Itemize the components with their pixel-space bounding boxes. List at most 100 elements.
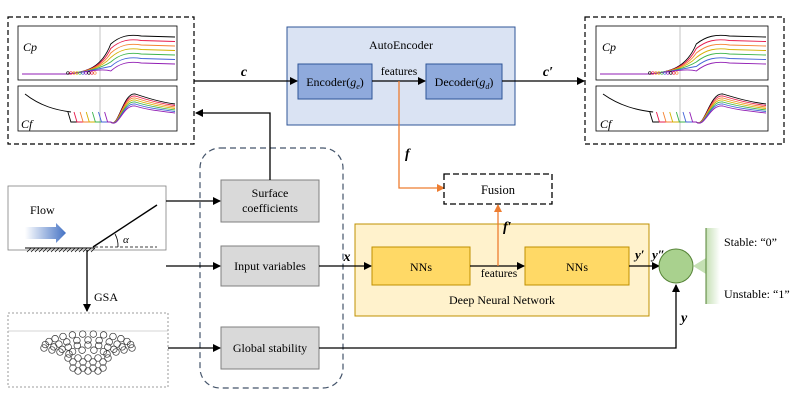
hatch-line (30, 247, 36, 253)
ramp-line (92, 204, 158, 248)
eigen-marker (127, 340, 135, 349)
eigen-marker (51, 335, 59, 343)
eigen-marker (109, 332, 117, 341)
input-variables-box (220, 245, 320, 287)
flow-arrow-icon (25, 223, 66, 243)
output-node (658, 248, 694, 284)
fusion-box (443, 173, 553, 205)
cp-marker (69, 71, 73, 75)
y-arrow (319, 284, 680, 349)
hatch-line (62, 247, 68, 253)
cp-marker (660, 71, 664, 75)
left-cf-label: Cf (21, 117, 34, 131)
hatch-line (26, 247, 32, 253)
eigen-marker (95, 341, 103, 350)
eigen-marker (74, 354, 82, 362)
input-variables-label: Input variables (234, 259, 306, 273)
eigen-marker (120, 346, 128, 354)
flow-label: Flow (30, 203, 55, 217)
eigen-marker (99, 347, 108, 356)
surface-to-plots-arrow (195, 109, 271, 180)
left-cp-label: Cp (23, 40, 37, 54)
encoder-label: Encoder(ge) (306, 75, 364, 91)
eigen-marker (65, 350, 73, 358)
alpha-label: α (123, 234, 129, 246)
eigen-marker (73, 336, 81, 345)
eigen-marker (112, 348, 120, 356)
dnn-block: NNs NNs features Deep Neural Network (354, 223, 650, 317)
cp-marker (654, 71, 658, 75)
nn-right-box (524, 246, 630, 286)
hatch-line (50, 247, 56, 253)
dnn-features-label: features (481, 268, 518, 280)
decoder-label: Decoder(gd) (435, 75, 494, 91)
eigen-marker (105, 338, 113, 346)
c-label: c (241, 65, 248, 80)
input-group-frame (199, 147, 344, 389)
left-cf-plot (17, 85, 178, 132)
eigen-marker (55, 340, 63, 348)
right-cf-plot (595, 85, 769, 132)
eigen-marker (45, 337, 53, 346)
cf-curve (104, 105, 176, 124)
left-cf-curves (24, 93, 176, 124)
output-bracket (693, 228, 720, 304)
nn-left-label: NNs (410, 260, 432, 274)
global-stability-box (220, 326, 320, 370)
eigen-marker (104, 354, 112, 362)
cp-marker (78, 71, 82, 75)
eigen-marker (89, 358, 97, 366)
ground-hatch (26, 247, 96, 253)
eigen-marker (128, 344, 136, 352)
encoder-box (297, 63, 373, 100)
right-cf-label: Cf (600, 117, 613, 131)
cp-marker (663, 71, 667, 75)
eigen-marker (63, 338, 71, 346)
dnn-title: Deep Neural Network (449, 293, 555, 307)
left-cp-plot (17, 25, 178, 81)
unstable-label: Unstable: “1” (724, 287, 790, 301)
cp-marker (666, 71, 670, 75)
eigen-marker (89, 330, 97, 338)
nn-right-label: NNs (566, 260, 588, 274)
c-prime-label: c′ (543, 65, 553, 80)
hatch-line (78, 247, 84, 253)
eigen-marker (117, 335, 125, 343)
eigen-marker (99, 364, 107, 372)
hatch-line (70, 247, 76, 253)
eigen-marker (40, 344, 48, 352)
right-cp-label: Cp (602, 40, 616, 54)
decoder-box (425, 63, 503, 100)
f-arrow (398, 81, 445, 192)
hatch-line (82, 247, 88, 253)
ae-features-label: features (381, 66, 418, 78)
fusion-label: Fusion (481, 183, 516, 197)
eigen-marker (64, 354, 72, 362)
global-stability-illustration (7, 312, 169, 388)
eigen-marker (95, 336, 103, 345)
cp-marker (651, 71, 655, 75)
cp-marker (669, 71, 673, 75)
left-cp-curves (22, 34, 176, 75)
cp-marker (657, 71, 661, 75)
f-label: f (405, 147, 411, 162)
hatch-line (34, 247, 40, 253)
hatch-line (42, 247, 48, 253)
y-prime-label: y′ (633, 247, 645, 262)
nn-left-box (371, 246, 471, 286)
hatch-line (90, 247, 96, 253)
right-cp-plot (595, 25, 769, 81)
eigen-marker (59, 332, 67, 341)
eigen-marker (84, 336, 92, 344)
eigen-marker (73, 341, 81, 350)
autoencoder-title: AutoEncoder (369, 38, 433, 52)
global-stability-label: Global stability (233, 341, 307, 355)
gsa-label: GSA (94, 290, 118, 304)
flow-illustration: Flow α (7, 185, 167, 253)
left-plot-panel: Cp Cf (7, 16, 195, 145)
hatch-line (58, 247, 64, 253)
eigenvalue-circles (40, 330, 136, 375)
cp-marker (648, 71, 652, 75)
